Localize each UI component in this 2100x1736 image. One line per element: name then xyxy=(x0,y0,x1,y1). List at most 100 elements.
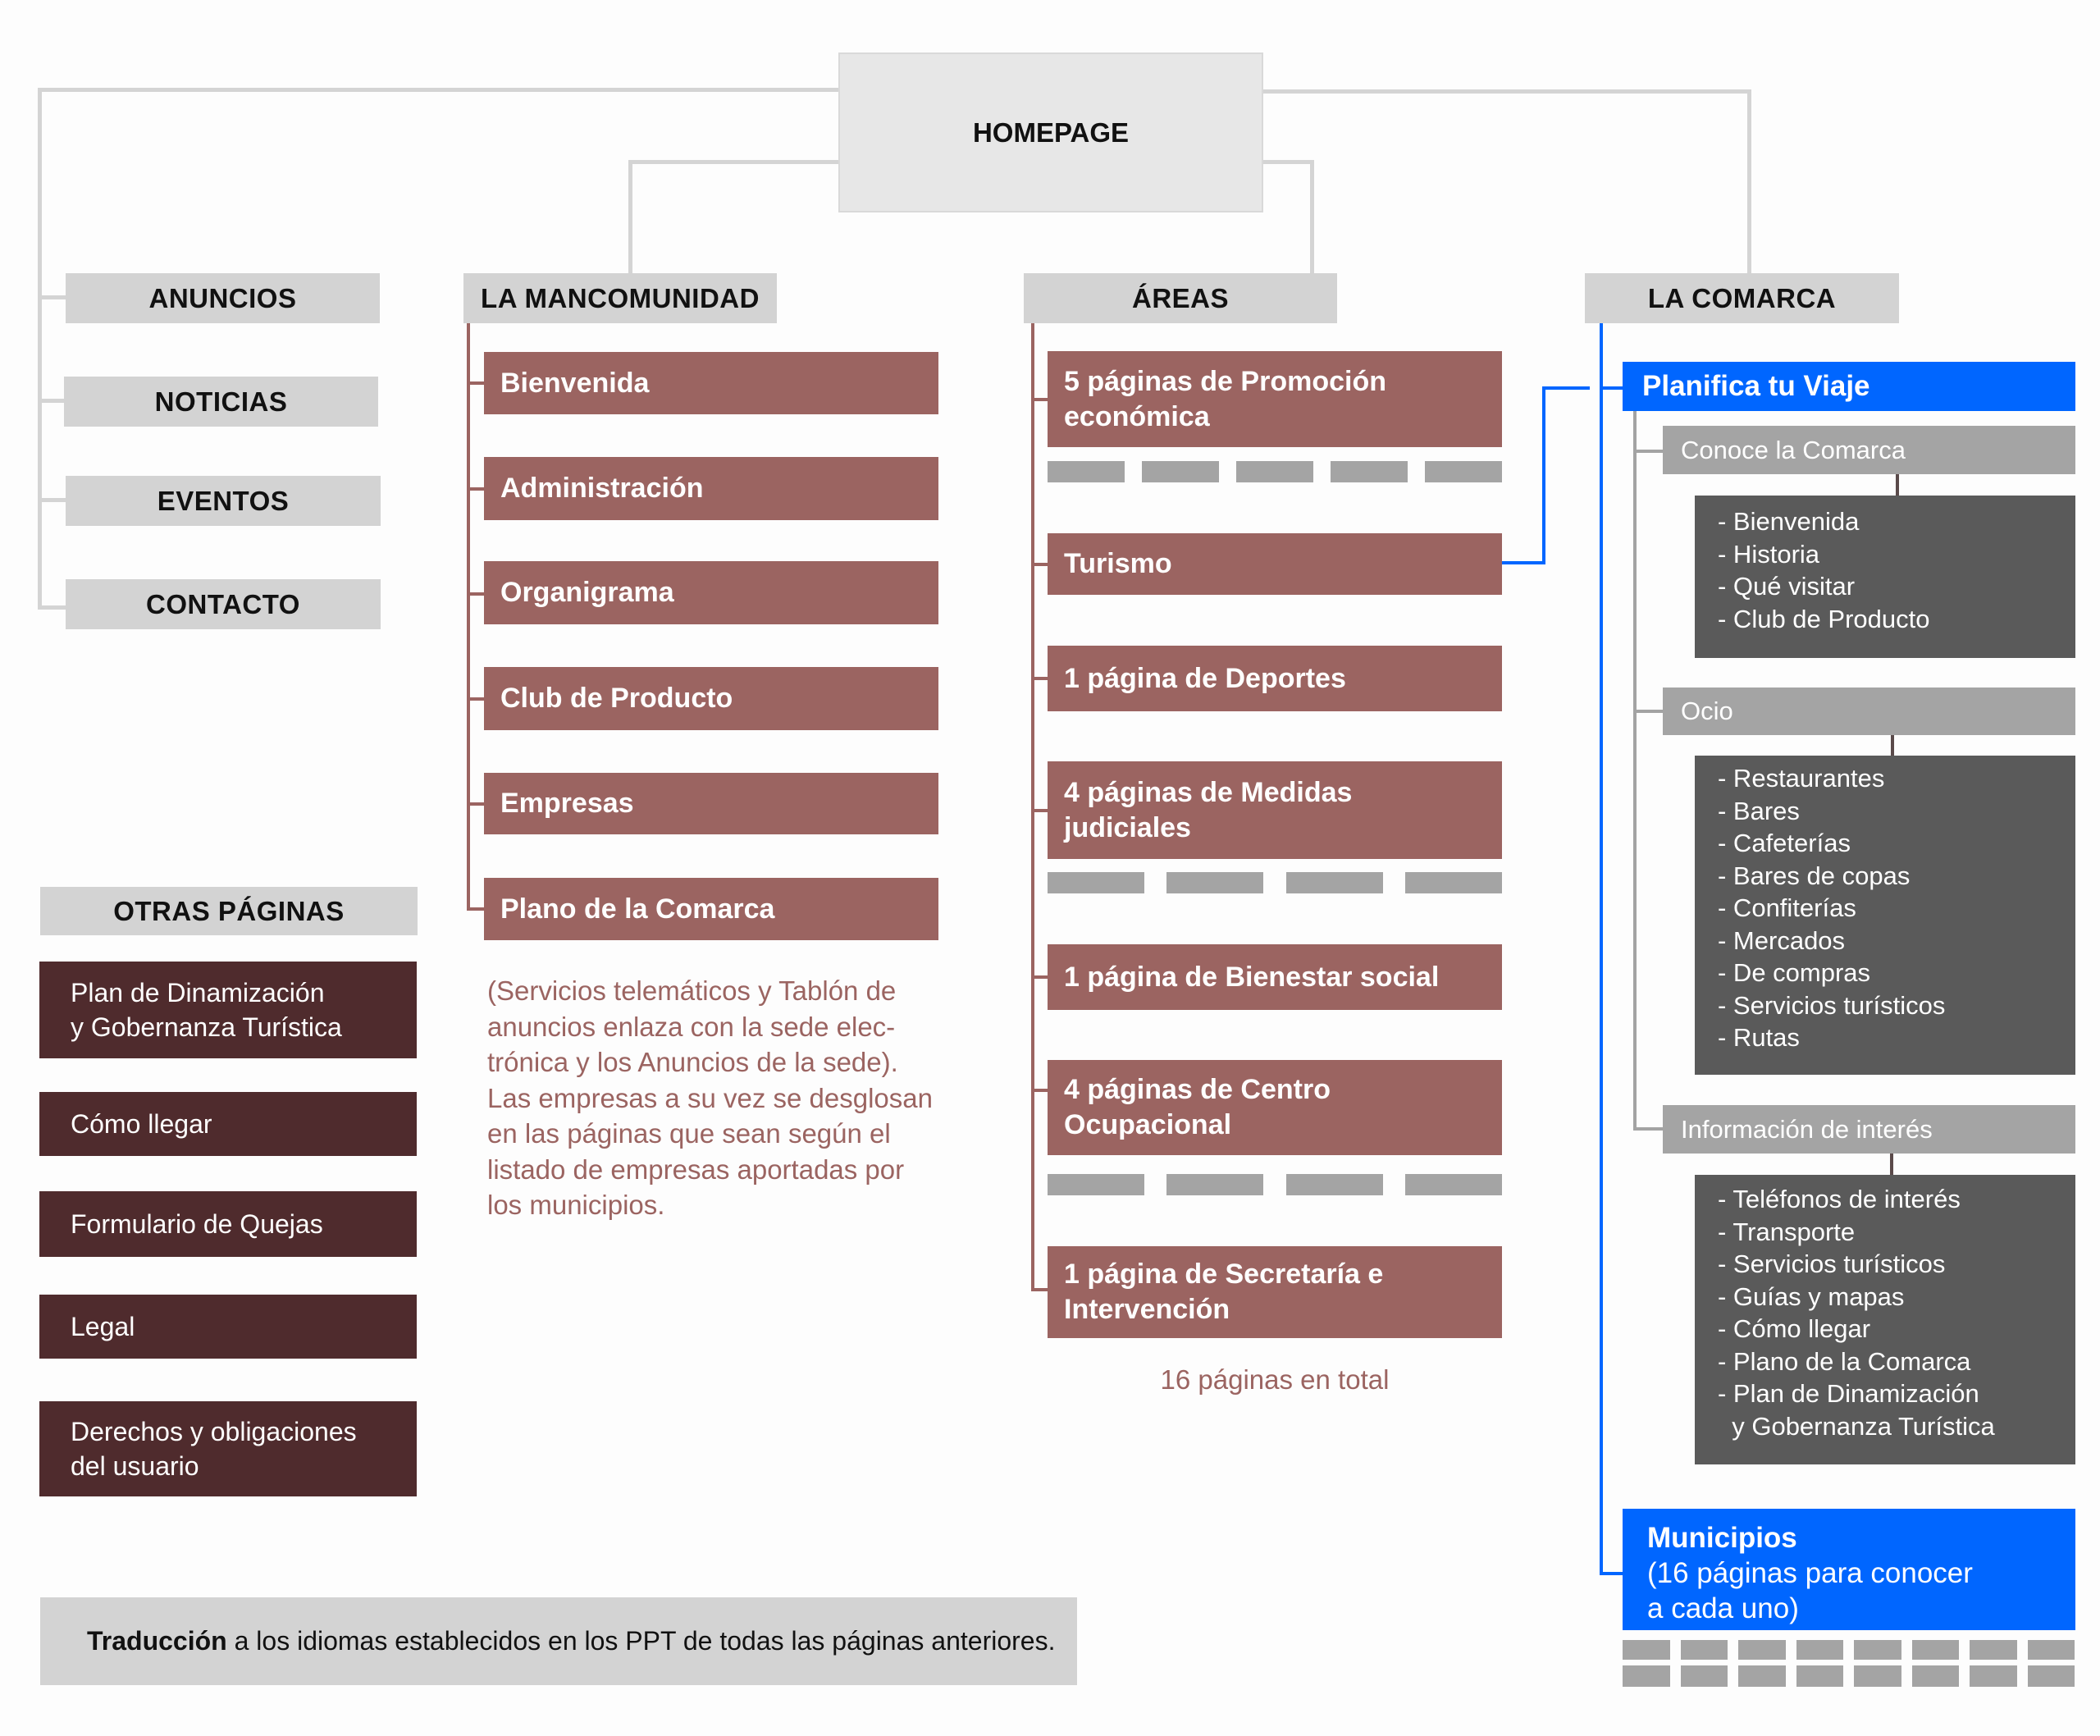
comarca-municipios[interactable]: Municipios (16 páginas para conocer a ca… xyxy=(1623,1509,2075,1630)
subpage-placeholder[interactable] xyxy=(1331,461,1408,482)
subpage-placeholder[interactable] xyxy=(1142,461,1219,482)
mancomunidad-item-bienvenida[interactable]: Bienvenida xyxy=(484,352,938,414)
comarca-group-conoce[interactable]: Conoce la Comarca xyxy=(1663,426,2075,474)
list-item[interactable]: - Plan de Dinamización xyxy=(1718,1379,1979,1408)
municipio-placeholder[interactable] xyxy=(1738,1665,1786,1687)
list-item[interactable]: - Qué visitar xyxy=(1718,572,1856,601)
mancomunidad-item-club-producto[interactable]: Club de Producto xyxy=(484,667,938,730)
municipio-placeholder[interactable] xyxy=(1911,1640,1959,1660)
homepage-node[interactable]: HOMEPAGE xyxy=(838,53,1263,212)
subpage-placeholder[interactable] xyxy=(1166,872,1264,893)
mancomunidad-item-label: Organigrama xyxy=(500,577,674,608)
mancomunidad-item-label: Administración xyxy=(500,473,704,504)
connector-turismo-v xyxy=(1542,386,1545,564)
mancomunidad-item-plano[interactable]: Plano de la Comarca xyxy=(484,878,938,940)
list-item[interactable]: - Bienvenida xyxy=(1718,507,1860,536)
comarca-planifica-label: Planifica tu Viaje xyxy=(1642,370,1870,402)
municipio-placeholder[interactable] xyxy=(1796,1665,1843,1687)
group-title: Ocio xyxy=(1681,697,1733,725)
mancomunidad-item-organigrama[interactable]: Organigrama xyxy=(484,561,938,624)
subpage-placeholder[interactable] xyxy=(1166,1174,1264,1195)
connector-turismo-h xyxy=(1502,561,1545,564)
otras-item-line: Derechos y obligaciones xyxy=(71,1417,357,1446)
list-item[interactable]: - De compras xyxy=(1718,958,1871,987)
municipio-placeholder[interactable] xyxy=(1796,1640,1843,1660)
municipio-placeholder[interactable] xyxy=(2027,1640,2075,1660)
area-item-deportes[interactable]: 1 página de Deportes xyxy=(1048,646,1502,711)
otras-item-como-llegar[interactable]: Cómo llegar xyxy=(39,1092,417,1156)
connector-planifica-tree xyxy=(1633,411,1637,1130)
connector-branch xyxy=(1600,1572,1623,1575)
municipio-placeholder[interactable] xyxy=(1623,1640,1670,1660)
area-item-turismo[interactable]: Turismo xyxy=(1048,533,1502,595)
otras-item-line: Plan de Dinamización xyxy=(71,978,325,1007)
areas-total-label: 16 páginas en total xyxy=(1160,1364,1390,1395)
list-item[interactable]: - Cafeterías xyxy=(1718,829,1851,857)
list-item[interactable]: - Transporte xyxy=(1718,1217,1856,1246)
connector-anuncios xyxy=(38,295,67,299)
subpage-placeholder[interactable] xyxy=(1236,461,1313,482)
subpage-placeholder[interactable] xyxy=(1048,1174,1144,1195)
comarca-planifica[interactable]: Planifica tu Viaje xyxy=(1623,362,2075,411)
section-noticias[interactable]: NOTICIAS xyxy=(64,377,378,427)
list-item[interactable]: - Bares xyxy=(1718,796,1800,825)
area-item-line: 5 páginas de Promoción xyxy=(1064,365,1386,397)
municipio-placeholder[interactable] xyxy=(1911,1665,1959,1687)
list-item[interactable]: - Cómo llegar xyxy=(1718,1314,1871,1343)
subpage-placeholder[interactable] xyxy=(1048,872,1144,893)
area-item-bienestar[interactable]: 1 página de Bienestar social xyxy=(1048,944,1502,1010)
list-item[interactable]: - Servicios turísticos xyxy=(1718,990,1946,1020)
section-areas[interactable]: ÁREAS xyxy=(1024,273,1337,323)
list-item[interactable]: - Plano de la Comarca xyxy=(1718,1346,1971,1376)
comarca-group-ocio[interactable]: Ocio xyxy=(1663,688,2075,735)
comarca-group-informacion[interactable]: Información de interés xyxy=(1663,1105,2075,1154)
mancomunidad-item-administracion[interactable]: Administración xyxy=(484,457,938,520)
list-item[interactable]: - Servicios turísticos xyxy=(1718,1249,1946,1278)
municipio-placeholder[interactable] xyxy=(1680,1640,1728,1660)
subpage-placeholder[interactable] xyxy=(1404,872,1502,893)
municipio-placeholder[interactable] xyxy=(1854,1665,1901,1687)
section-anuncios[interactable]: ANUNCIOS xyxy=(66,273,380,323)
list-item[interactable]: - Historia xyxy=(1718,539,1820,569)
section-mancomunidad[interactable]: LA MANCOMUNIDAD xyxy=(463,273,777,323)
otras-item-formulario-quejas[interactable]: Formulario de Quejas xyxy=(39,1191,417,1257)
section-contacto[interactable]: CONTACTO xyxy=(66,579,381,629)
mancomunidad-item-empresas[interactable]: Empresas xyxy=(484,773,938,834)
municipio-placeholder[interactable] xyxy=(2027,1665,2075,1687)
connector-areas-tree xyxy=(1031,323,1034,1291)
municipio-placeholder[interactable] xyxy=(1970,1640,2017,1660)
municipio-placeholder[interactable] xyxy=(1854,1640,1901,1660)
subpage-placeholder[interactable] xyxy=(1425,461,1502,482)
subpage-placeholder[interactable] xyxy=(1404,1174,1502,1195)
section-eventos[interactable]: EVENTOS xyxy=(66,476,381,526)
municipio-placeholder[interactable] xyxy=(1738,1640,1786,1660)
list-item[interactable]: - Bares de copas xyxy=(1718,861,1911,890)
list-item[interactable]: - Mercados xyxy=(1718,925,1846,955)
comarca-list-informacion: - Teléfonos de interés - Transporte - Se… xyxy=(1695,1175,2075,1464)
connector-areas-v xyxy=(1310,160,1314,275)
subpage-placeholder[interactable] xyxy=(1048,461,1125,482)
list-item[interactable]: - Rutas xyxy=(1718,1023,1800,1052)
section-comarca-label: LA COMARCA xyxy=(1647,282,1837,313)
subpage-placeholder[interactable] xyxy=(1285,872,1383,893)
municipio-placeholder[interactable] xyxy=(1623,1665,1670,1687)
list-item[interactable]: - Confiterías xyxy=(1718,893,1856,922)
subpage-placeholder[interactable] xyxy=(1285,1174,1383,1195)
list-item[interactable]: - Guías y mapas xyxy=(1718,1281,1905,1311)
otras-item-legal[interactable]: Legal xyxy=(39,1295,417,1359)
note-line: trónica y los Anuncios de la sede). xyxy=(487,1047,898,1077)
municipio-placeholder[interactable] xyxy=(1680,1665,1728,1687)
connector-branch xyxy=(1031,809,1048,812)
connector-areas-h xyxy=(1262,160,1314,164)
list-item[interactable]: - Restaurantes xyxy=(1718,764,1885,793)
list-item[interactable]: - Club de Producto xyxy=(1718,604,1930,633)
section-comarca[interactable]: LA COMARCA xyxy=(1585,273,1899,323)
list-item[interactable]: - Teléfonos de interés xyxy=(1718,1185,1961,1213)
municipio-placeholder[interactable] xyxy=(1970,1665,2017,1687)
